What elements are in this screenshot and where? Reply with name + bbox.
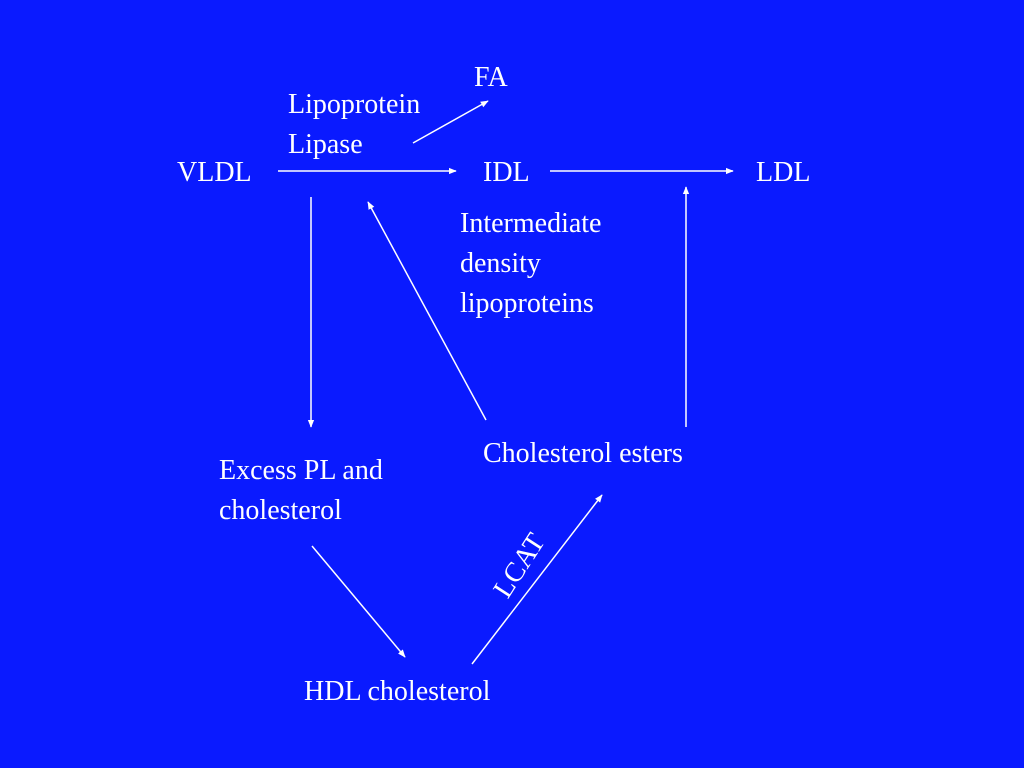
label-idl-description-line-3: lipoproteins xyxy=(460,288,594,319)
label-idl-description: Intermediate density lipoproteins xyxy=(460,204,601,324)
label-ldl: LDL xyxy=(756,157,811,188)
label-lipoprotein-lipase-line-2: Lipase xyxy=(288,129,363,160)
label-excess-pl-cholesterol: Excess PL and cholesterol xyxy=(219,451,383,531)
label-hdl-cholesterol: HDL cholesterol xyxy=(304,676,491,707)
arrow-excess-pl-to-hdl xyxy=(311,545,406,658)
label-idl: IDL xyxy=(483,157,530,188)
label-lipoprotein-lipase-line-1: Lipoprotein xyxy=(288,89,421,120)
arrow-esters-to-vldl-idl xyxy=(367,201,487,421)
label-vldl: VLDL xyxy=(177,157,252,188)
arrow-hdl-to-esters xyxy=(471,494,603,665)
label-excess-pl-line-2: cholesterol xyxy=(219,495,342,526)
label-lipoprotein-lipase: Lipoprotein Lipase xyxy=(288,85,420,165)
label-idl-description-line-1: Intermediate xyxy=(460,208,602,239)
label-idl-description-line-2: density xyxy=(460,248,541,279)
label-cholesterol-esters: Cholesterol esters xyxy=(483,438,683,469)
arrow-lipase-to-fa xyxy=(412,100,489,144)
label-excess-pl-line-1: Excess PL and xyxy=(219,455,383,486)
label-fa: FA xyxy=(474,62,508,93)
